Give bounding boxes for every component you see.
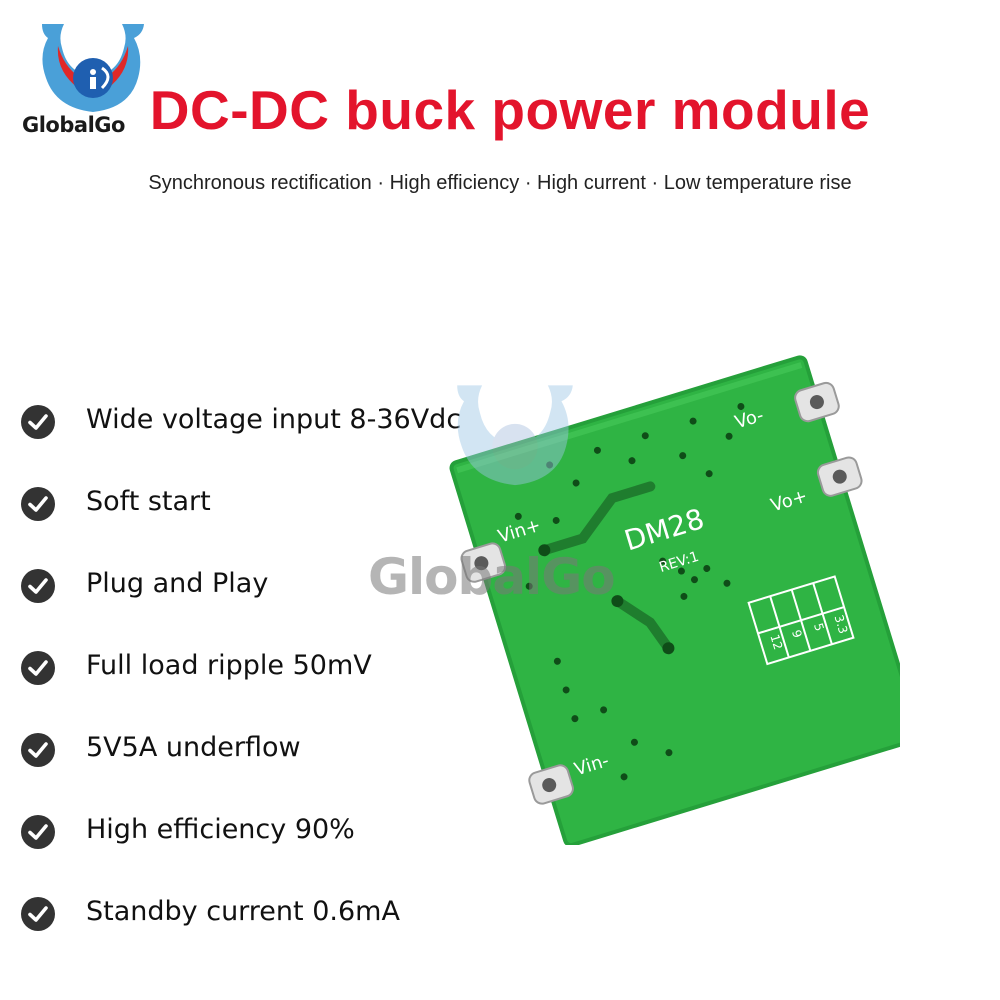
voltage-option: 12: [767, 633, 785, 652]
feature-item: 5V5A underflow: [20, 726, 461, 808]
feature-item: Soft start: [20, 480, 461, 562]
feature-label: 5V5A underflow: [86, 732, 301, 763]
pad-vin-minus: [528, 764, 574, 805]
voltage-select-grid: 3.3 5 9 12: [747, 575, 855, 666]
feature-label: Standby current 0.6mA: [86, 896, 400, 927]
feature-item: Plug and Play: [20, 562, 461, 644]
globalgo-logo: [42, 24, 144, 112]
check-circle-icon: [21, 569, 55, 603]
brand-name: GlobalGo: [22, 113, 125, 137]
pad-vo-plus: [816, 456, 863, 497]
feature-item: High efficiency 90%: [20, 808, 461, 890]
watermark-text: GlobalGo: [368, 548, 616, 606]
check-circle-icon: [21, 733, 55, 767]
pad-vin-plus: [460, 542, 507, 583]
check-circle-icon: [21, 897, 55, 931]
check-circle-icon: [21, 487, 55, 521]
check-circle-icon: [21, 815, 55, 849]
voltage-option: 3.3: [831, 613, 850, 635]
pad-vo-minus: [794, 381, 840, 423]
watermark-logo: [457, 385, 573, 486]
feature-label: High efficiency 90%: [86, 814, 355, 845]
feature-label: Plug and Play: [86, 568, 269, 599]
pcb-board-image: Vin+ Vo- Vo+ Vin- DM28 REV:1 3.3 5 9 12: [449, 355, 900, 845]
page-subtitle: Synchronous rectification · High efficie…: [148, 172, 852, 194]
feature-item: Full load ripple 50mV: [20, 644, 461, 726]
check-circle-icon: [21, 405, 55, 439]
feature-item: Wide voltage input 8-36Vdc: [20, 398, 461, 480]
feature-list: Wide voltage input 8-36Vdc Soft start Pl…: [20, 398, 461, 972]
pcb-body: [451, 357, 900, 845]
feature-label: Soft start: [86, 486, 211, 517]
feature-label: Full load ripple 50mV: [86, 650, 372, 681]
voltage-option: 9: [789, 628, 805, 639]
voltage-option: 5: [811, 621, 827, 632]
page-title: DC-DC buck power module: [149, 79, 871, 141]
feature-item: Standby current 0.6mA: [20, 890, 461, 972]
check-circle-icon: [21, 651, 55, 685]
feature-label: Wide voltage input 8-36Vdc: [86, 404, 462, 435]
